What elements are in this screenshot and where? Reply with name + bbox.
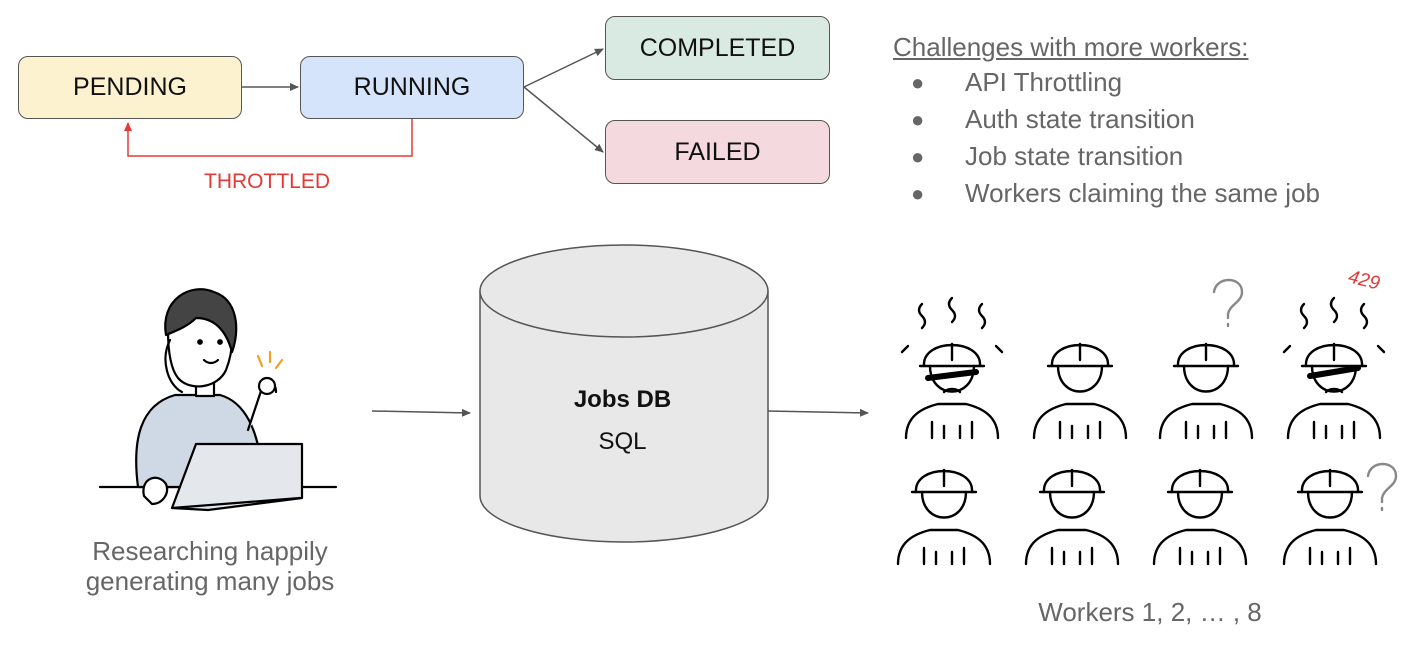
arrow-running-to-failed — [523, 86, 604, 153]
bullet-icon: ● — [911, 181, 925, 206]
worker-4 — [1282, 296, 1386, 440]
bullet-icon: ● — [911, 144, 925, 169]
researcher-illustration — [98, 288, 338, 512]
state-pending: PENDING — [18, 56, 242, 119]
arrow-researcher-to-db — [371, 408, 471, 417]
arrow-running-to-completed — [523, 48, 604, 88]
question-mark-icon — [1366, 462, 1398, 512]
database-subtitle: SQL — [598, 428, 647, 455]
challenge-item: ● Workers claiming the same job — [893, 175, 1320, 212]
challenges-list: ● API Throttling ● Auth state transition ●… — [893, 64, 1320, 212]
researcher-caption-line2: generating many jobs — [85, 566, 335, 596]
worker-2 — [1032, 342, 1128, 440]
state-failed: FAILED — [605, 120, 830, 184]
workers-caption: Workers 1, 2, … , 8 — [1038, 597, 1262, 627]
state-completed-label: COMPLETED — [639, 33, 796, 62]
state-completed: COMPLETED — [605, 16, 830, 80]
bullet-icon: ● — [911, 70, 925, 95]
question-mark-icon — [1212, 278, 1244, 328]
database-title: Jobs DB — [573, 386, 672, 413]
worker-7 — [1152, 468, 1248, 566]
bullet-icon: ● — [911, 107, 925, 132]
researcher-caption: Researching happily generating many jobs — [60, 536, 360, 596]
state-pending-label: PENDING — [73, 73, 187, 101]
arrow-db-to-workers — [767, 408, 869, 417]
throttled-label: THROTTLED — [204, 170, 330, 193]
worker-3 — [1158, 278, 1254, 440]
worker-6 — [1024, 468, 1120, 566]
challenge-item-label: Auth state transition — [965, 104, 1195, 134]
challenge-item-label: Workers claiming the same job — [965, 178, 1320, 208]
state-failed-label: FAILED — [674, 137, 761, 166]
challenge-item-label: API Throttling — [965, 67, 1123, 97]
challenge-item: ● Auth state transition — [893, 101, 1320, 138]
challenge-item-label: Job state transition — [965, 141, 1184, 171]
database-cylinder — [479, 244, 769, 543]
workers-group — [896, 278, 1398, 566]
challenges-panel: Challenges with more workers: ● API Throt… — [893, 30, 1320, 212]
state-running: RUNNING — [300, 56, 524, 119]
challenge-item: ● API Throttling — [893, 64, 1320, 101]
worker-1 — [900, 296, 1004, 440]
challenges-title: Challenges with more workers: — [893, 32, 1249, 62]
worker-8 — [1282, 462, 1398, 566]
worker-5 — [896, 468, 992, 566]
researcher-caption-line1: Researching happily — [92, 536, 328, 566]
challenge-item: ● Job state transition — [893, 138, 1320, 175]
state-running-label: RUNNING — [353, 73, 471, 101]
arrow-throttled-loop — [124, 119, 413, 157]
